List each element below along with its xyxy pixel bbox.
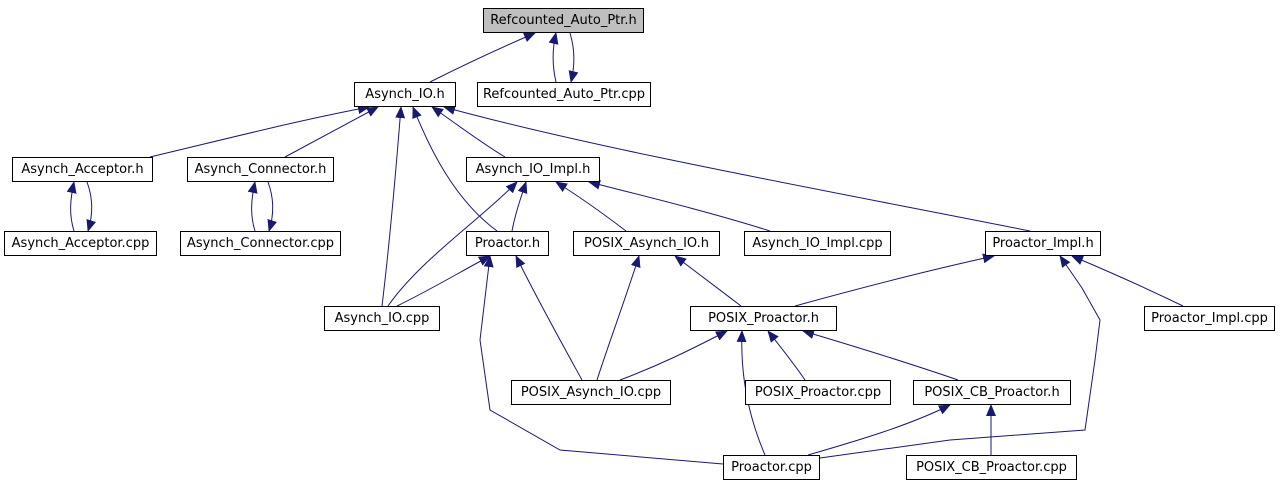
edge-proactor-cpp-to-posix-cb-proactor-h [807,404,951,456]
node-refcounted-auto-ptr-h[interactable]: Refcounted_Auto_Ptr.h [483,8,644,33]
edge-posix-proactor-h-to-proactor-impl-h [794,253,995,307]
node-proactor-impl-h[interactable]: Proactor_Impl.h [985,231,1101,256]
edge-posix-asynch-io-cpp-to-posix-asynch-io-h [596,255,641,381]
node-asynch-acceptor-h[interactable]: Asynch_Acceptor.h [12,157,153,182]
node-proactor-impl-cpp[interactable]: Proactor_Impl.cpp [1144,306,1275,331]
edge-posix-proactor-cpp-to-posix-proactor-h [767,330,806,381]
edge-asynch-connector-h-to-asynch-connector-cpp [267,181,278,232]
edge-asynch-io-cpp-to-proactor-h [396,255,491,307]
edge-asynch-acceptor-h-to-asynch-acceptor-cpp [86,181,97,232]
node-asynch-connector-h[interactable]: Asynch_Connector.h [187,157,334,182]
node-posix-cb-proactor-cpp[interactable]: POSIX_CB_Proactor.cpp [906,455,1077,480]
node-posix-proactor-h[interactable]: POSIX_Proactor.h [690,306,837,331]
node-proactor-h[interactable]: Proactor.h [466,231,549,256]
edge-posix-cb-proactor-h-to-posix-proactor-h [802,329,959,381]
edge-posix-asynch-io-h-to-asynch-io-impl-h [555,181,627,232]
edge-proactor-impl-h-to-asynch-io-h [443,105,1031,232]
edge-asynch-io-cpp-to-asynch-io-impl-h [387,181,518,307]
node-asynch-connector-cpp[interactable]: Asynch_Connector.cpp [180,231,341,256]
node-asynch-io-cpp[interactable]: Asynch_IO.cpp [324,306,440,331]
node-posix-cb-proactor-h[interactable]: POSIX_CB_Proactor.h [913,380,1071,405]
node-asynch-io-h[interactable]: Asynch_IO.h [354,82,456,107]
edge-proactor-cpp-to-proactor-h [479,255,724,465]
edge-proactor-cpp-to-proactor-impl-h [819,255,1101,459]
edge-asynch-acceptor-h-to-asynch-io-h [149,104,370,158]
edge-posix-proactor-h-to-posix-asynch-io-h [674,255,742,307]
edge-proactor-h-to-asynch-io-impl-h [511,181,528,232]
edge-asynch-io-cpp-to-asynch-io-h [381,106,406,307]
edge-asynch-connector-cpp-to-asynch-connector-h [247,181,258,232]
node-asynch-io-impl-cpp[interactable]: Asynch_IO_Impl.cpp [744,231,891,256]
edge-asynch-io-impl-cpp-to-asynch-io-impl-h [588,179,771,232]
edge-asynch-io-impl-h-to-asynch-io-h [431,106,506,158]
edge-refcounted-auto-ptr-cpp-to-refcounted-auto-ptr-h [548,32,559,83]
node-refcounted-auto-ptr-cpp[interactable]: Refcounted_Auto_Ptr.cpp [477,82,651,107]
edge-posix-asynch-io-cpp-to-proactor-h [515,255,583,381]
edge-asynch-io-h-to-refcounted-auto-ptr-h [429,32,536,83]
edge-proactor-impl-cpp-to-proactor-impl-h [1071,255,1184,307]
edge-posix-asynch-io-cpp-to-posix-proactor-h [619,330,728,381]
edge-proactor-h-to-asynch-io-h [412,106,498,232]
node-proactor-cpp[interactable]: Proactor.cpp [723,455,820,480]
edge-asynch-acceptor-cpp-to-asynch-acceptor-h [66,181,77,232]
node-posix-asynch-io-cpp[interactable]: POSIX_Asynch_IO.cpp [511,380,671,405]
edge-asynch-connector-h-to-asynch-io-h [284,106,379,158]
edge-refcounted-auto-ptr-h-to-refcounted-auto-ptr-cpp [568,32,579,83]
node-posix-proactor-cpp[interactable]: POSIX_Proactor.cpp [745,380,891,405]
node-asynch-acceptor-cpp[interactable]: Asynch_Acceptor.cpp [4,231,157,256]
node-asynch-io-impl-h[interactable]: Asynch_IO_Impl.h [466,157,600,182]
node-posix-asynch-io-h[interactable]: POSIX_Asynch_IO.h [573,231,720,256]
